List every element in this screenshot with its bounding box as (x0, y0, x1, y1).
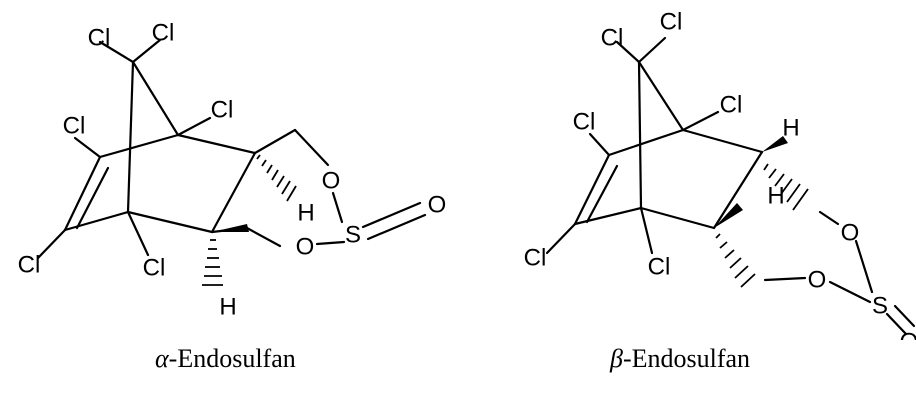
beta-endosulfan-structure: Cl Cl Cl Cl Cl Cl O O S O H H (524, 9, 916, 341)
beta-chlorine-label: Cl (524, 245, 547, 272)
beta-hydrogen-label: H (767, 183, 784, 210)
alpha-hydrogen-label: H (297, 200, 314, 227)
beta-chlorine-label: Cl (573, 109, 596, 136)
alpha-chlorine-label: Cl (63, 113, 86, 140)
beta-chlorine-label: Cl (601, 25, 624, 52)
alpha-endosulfan-caption: α-Endosulfan (155, 344, 296, 374)
alpha-symbol: α (155, 344, 169, 373)
beta-sulfur-label: S (872, 293, 888, 320)
beta-oxygen-label: O (900, 329, 916, 341)
beta-oxygen-label: O (808, 267, 827, 294)
alpha-chlorine-label: Cl (88, 25, 111, 52)
structures-drawing: Cl Cl Cl Cl Cl Cl O O S O H H (18, 9, 916, 341)
beta-hydrogen-label: H (782, 115, 799, 142)
alpha-chlorine-label: Cl (18, 252, 41, 279)
alpha-chlorine-label: Cl (211, 97, 234, 124)
alpha-stereo-bonds (202, 154, 297, 286)
alpha-atom-labels: Cl Cl Cl Cl Cl Cl O O S O H H (18, 20, 447, 321)
beta-oxygen-label: O (841, 220, 860, 247)
beta-stereo-bonds (714, 136, 809, 288)
beta-atom-labels: Cl Cl Cl Cl Cl Cl O O S O H H (524, 9, 916, 341)
alpha-oxygen-label: O (322, 168, 341, 195)
beta-chlorine-label: Cl (660, 9, 683, 36)
beta-name: -Endosulfan (622, 344, 751, 373)
alpha-chlorine-label: Cl (152, 20, 175, 47)
alpha-sulfur-label: S (345, 222, 361, 249)
alpha-oxygen-label: O (296, 234, 315, 261)
beta-bonds (545, 36, 916, 336)
alpha-chlorine-label: Cl (143, 255, 166, 282)
alpha-bonds (36, 38, 427, 260)
beta-symbol: β (610, 344, 623, 373)
alpha-oxygen-label: O (428, 192, 447, 219)
alpha-endosulfan-structure: Cl Cl Cl Cl Cl Cl O O S O H H (18, 20, 447, 321)
beta-chlorine-label: Cl (648, 254, 671, 281)
alpha-hydrogen-label: H (219, 294, 236, 321)
alpha-name: -Endosulfan (168, 344, 296, 373)
beta-endosulfan-caption: β-Endosulfan (610, 344, 750, 374)
beta-chlorine-label: Cl (720, 92, 743, 119)
